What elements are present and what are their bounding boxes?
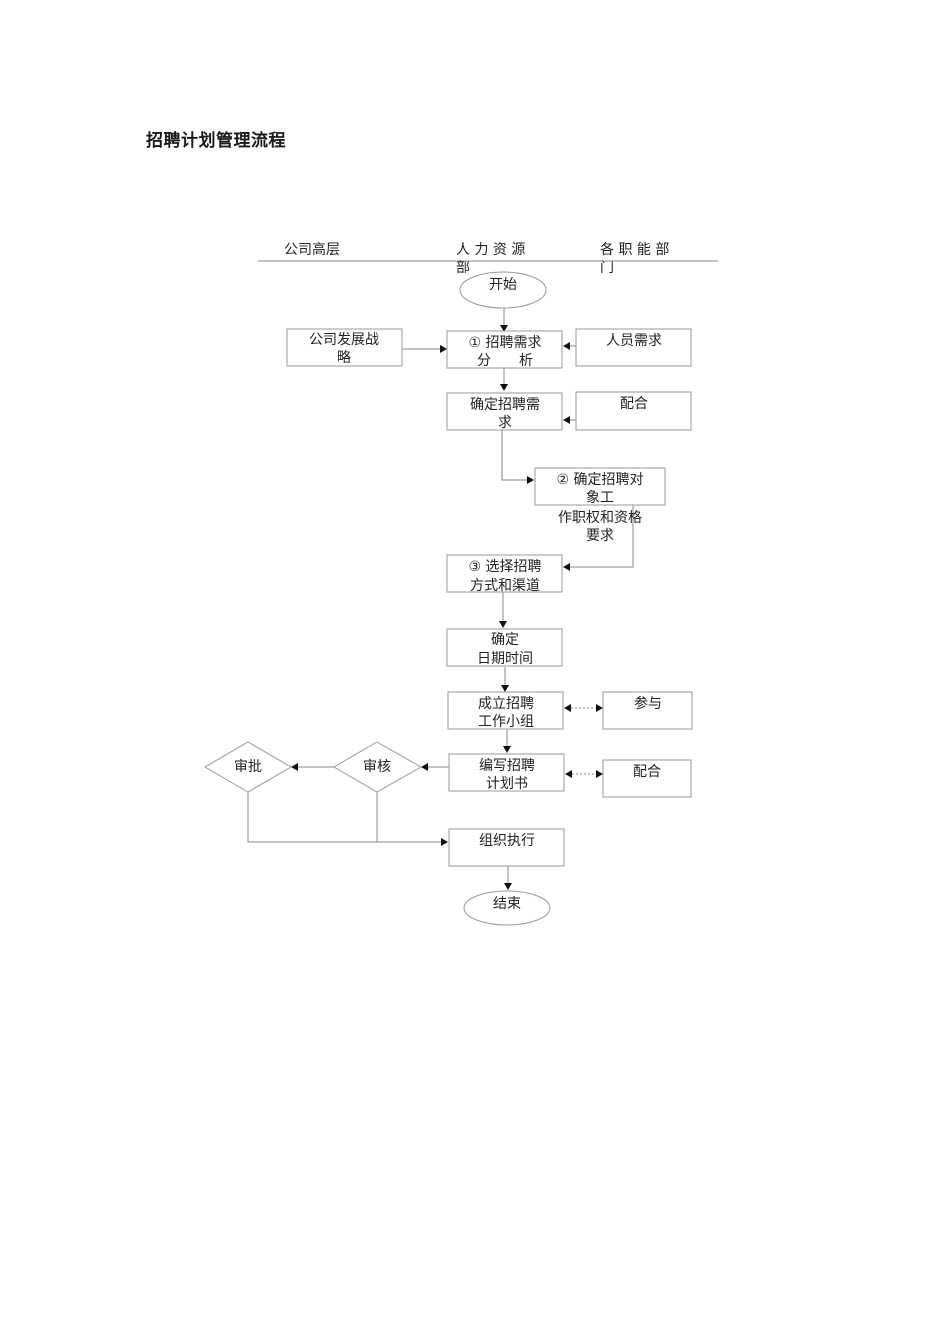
arrowhead — [500, 325, 508, 332]
node-start: 开始 — [459, 271, 547, 309]
node-execute: 组织执行 — [448, 828, 565, 867]
node-review: 审核 — [333, 741, 423, 793]
node-participate: 参与 — [602, 691, 693, 730]
node-confirm-need: 确定招聘需 求 — [446, 392, 563, 431]
arrowhead — [499, 621, 507, 628]
lane-dept-line1: 各 职 能 部 — [600, 242, 669, 258]
connectors — [247, 308, 634, 890]
node-confirm-date-label-1: 确定 — [491, 632, 519, 648]
node-company-strategy: 公司发展战 略 — [286, 328, 403, 367]
node-define-target-label-2: 象工 — [586, 490, 614, 506]
node-company-strategy-label-2: 略 — [337, 350, 351, 366]
page-title: 招聘计划管理流程 — [146, 131, 286, 151]
arrowhead — [440, 345, 447, 353]
arrowhead — [527, 476, 534, 484]
node-cooperate-2: 配合 — [602, 759, 692, 798]
node-end: 结束 — [463, 890, 551, 926]
node-define-target-label-1: ② 确定招聘对 — [556, 472, 643, 488]
node-end-label: 结束 — [493, 896, 521, 912]
node-form-team-label-1: 成立招聘 — [478, 696, 534, 712]
node-cooperate-1-label: 配合 — [620, 396, 648, 412]
node-write-plan: 编写招聘 计划书 — [448, 753, 565, 792]
node-define-target-label-3: 作职权和资格 — [558, 510, 642, 526]
node-define-target-label-4: 要求 — [586, 528, 614, 544]
node-confirm-date-label-2: 日期时间 — [477, 651, 533, 667]
lane-top-management: 公司高层 — [284, 241, 340, 258]
arrowhead — [504, 883, 512, 890]
arrowhead — [500, 384, 508, 391]
node-staff-need-label: 人员需求 — [606, 333, 662, 349]
node-form-team: 成立招聘 工作小组 — [447, 691, 564, 730]
node-confirm-need-label-1: 确定招聘需 — [470, 397, 540, 413]
node-form-team-label-2: 工作小组 — [478, 714, 534, 730]
node-start-label: 开始 — [489, 277, 517, 293]
node-staff-need: 人员需求 — [575, 328, 692, 367]
node-confirm-need-label-2: 求 — [498, 415, 512, 431]
node-demand-analysis: ① 招聘需求 分 析 — [446, 330, 563, 369]
node-review-label: 审核 — [363, 759, 391, 775]
node-write-plan-label-1: 编写招聘 — [479, 758, 535, 774]
arrowhead — [441, 838, 448, 846]
arrowhead — [563, 342, 570, 350]
node-demand-analysis-label-2: 分 析 — [477, 353, 533, 369]
lane-hr-line1: 人 力 资 源 — [456, 242, 525, 258]
node-write-plan-label-2: 计划书 — [486, 776, 528, 792]
node-select-channel: ③ 选择招聘 方式和渠道 — [446, 554, 563, 594]
lane-dept-line2: 门 — [600, 260, 614, 276]
node-select-channel-label-1: ③ 选择招聘 — [468, 559, 541, 575]
arrowhead — [563, 416, 570, 424]
node-define-target: ② 确定招聘对 象工 作职权和资格 要求 — [534, 467, 666, 544]
arrowhead — [291, 763, 298, 771]
arrowhead — [596, 704, 603, 712]
node-demand-analysis-label-1: ① 招聘需求 — [468, 335, 541, 351]
node-participate-label: 参与 — [634, 695, 662, 712]
arrowhead — [501, 685, 509, 692]
node-select-channel-label-2: 方式和渠道 — [470, 578, 540, 594]
lane-hr-line2: 部 — [456, 260, 470, 276]
node-confirm-date: 确定 日期时间 — [446, 628, 563, 667]
node-cooperate-1: 配合 — [575, 391, 692, 431]
node-company-strategy-label-1: 公司发展战 — [309, 332, 379, 348]
node-cooperate-2-label: 配合 — [633, 764, 661, 780]
arrowhead — [596, 770, 603, 778]
arrowhead — [565, 770, 572, 778]
arrowhead — [563, 563, 570, 571]
arrowhead — [421, 763, 428, 771]
node-execute-label: 组织执行 — [479, 833, 535, 849]
node-approve: 审批 — [204, 741, 292, 793]
node-approve-label: 审批 — [234, 759, 262, 775]
arrowhead — [503, 746, 511, 753]
arrowhead — [564, 704, 571, 712]
